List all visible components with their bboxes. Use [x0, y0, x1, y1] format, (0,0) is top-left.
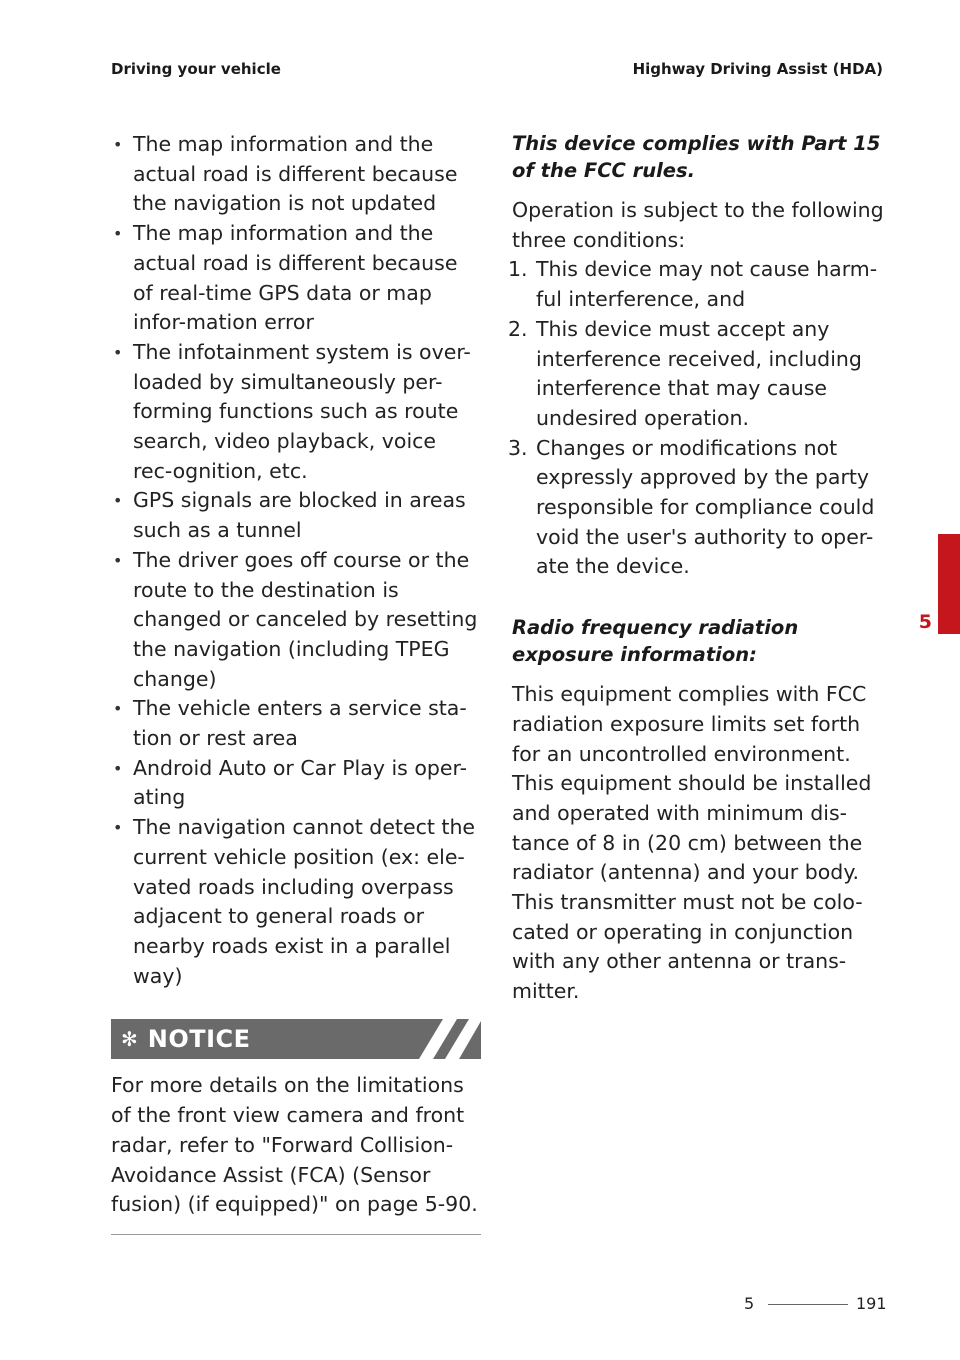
- list-item: The map information and the actual road …: [111, 219, 481, 338]
- fcc-conditions-list: 1.This device may not cause harm-ful int…: [508, 255, 884, 582]
- fcc-heading: This device complies with Part 15 of the…: [512, 132, 881, 182]
- list-item: 3.Changes or modifications not expressly…: [508, 435, 875, 579]
- notice-banner: ✻ NOTICE: [111, 1019, 481, 1060]
- list-item: GPS signals are blocked in areas such as…: [111, 486, 481, 545]
- list-item: The map information and the actual road …: [111, 130, 481, 219]
- rf-body: This equipment complies with FCC radiati…: [512, 682, 872, 1004]
- divider: [111, 1233, 481, 1235]
- header-section-title: Driving your vehicle: [111, 60, 281, 78]
- limitations-list: The map information and the actual road …: [111, 130, 481, 991]
- list-item: Android Auto or Car Play is oper-ating: [111, 754, 481, 813]
- footer-chapter-number: 5: [744, 1294, 755, 1313]
- header-topic-title: Highway Driving Assist (HDA): [632, 60, 883, 78]
- list-item: 1.This device may not cause harm-ful int…: [508, 257, 878, 312]
- notice-body: For more details on the limitations of t…: [111, 1073, 478, 1217]
- rf-heading: Radio frequency radiation exposure infor…: [512, 616, 799, 667]
- diagonal-stripes-icon: [419, 1019, 481, 1060]
- notice-title: NOTICE: [147, 1025, 251, 1054]
- footer-divider: [768, 1304, 848, 1305]
- chapter-tab: [938, 534, 960, 634]
- notice-asterisk-icon: ✻: [121, 1027, 138, 1052]
- left-column: The map information and the actual road …: [111, 130, 481, 1235]
- list-item: The infotainment system is over-loaded b…: [111, 338, 481, 487]
- list-item: The vehicle enters a service sta-tion or…: [111, 694, 481, 753]
- list-item: The navigation cannot detect the current…: [111, 813, 481, 991]
- list-item: 2.This device must accept any interferen…: [508, 316, 862, 430]
- footer-page-number: 191: [856, 1294, 887, 1313]
- list-item: The driver goes off course or the route …: [111, 546, 481, 695]
- chapter-tab-number: 5: [918, 611, 932, 633]
- fcc-intro: Operation is subject to the following th…: [512, 198, 884, 252]
- right-column: This device complies with Part 15 of the…: [508, 130, 884, 1007]
